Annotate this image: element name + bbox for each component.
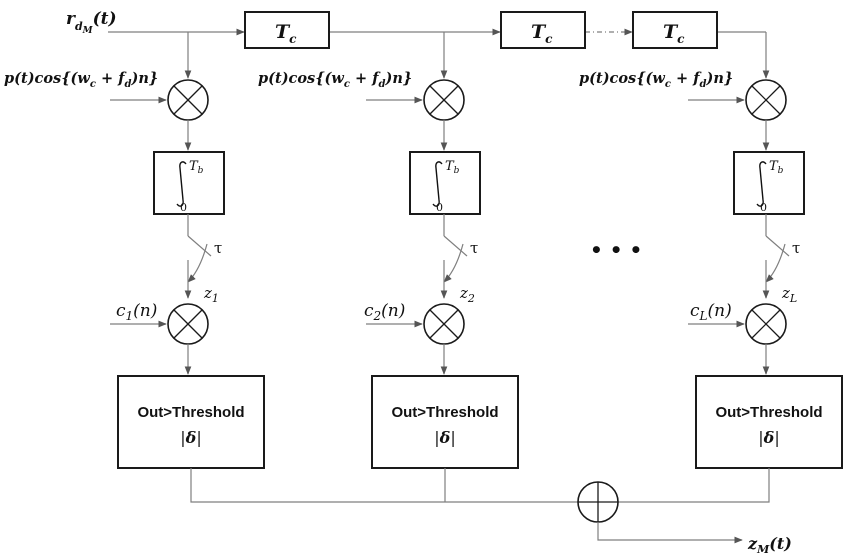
mixer-label-2: p(t)cos{(wc + fd)n} bbox=[258, 70, 412, 90]
mixer-1 bbox=[167, 79, 209, 121]
code-mixer-2 bbox=[423, 303, 465, 345]
code-mixer-3 bbox=[745, 303, 787, 345]
integrator-2: Tb 0 bbox=[409, 151, 481, 215]
delay-block-2: Tc bbox=[500, 11, 586, 49]
svg-text:z2: z2 bbox=[459, 284, 475, 305]
svg-text:zM(t): zM(t) bbox=[747, 534, 792, 556]
code-label-3: cL(n) bbox=[690, 301, 732, 323]
mixer-label-3: p(t)cos{(wc + fd)n} bbox=[579, 70, 733, 90]
svg-text:Tc: Tc bbox=[275, 21, 297, 46]
svg-text:p(t)cos{(wc + fd)n}: p(t)cos{(wc + fd)n} bbox=[579, 70, 733, 90]
code-label-2: c2(n) bbox=[364, 301, 405, 323]
output-line bbox=[597, 522, 743, 544]
svg-text:0: 0 bbox=[436, 201, 443, 214]
mixer-label-1: p(t)cos{(wc + fd)n} bbox=[4, 70, 158, 90]
svg-text:p(t)cos{(wc + fd)n}: p(t)cos{(wc + fd)n} bbox=[4, 70, 158, 90]
svg-text:Tc: Tc bbox=[531, 21, 553, 46]
ellipsis: • • • bbox=[590, 238, 642, 262]
integrator-3: Tb 0 bbox=[733, 151, 805, 215]
svg-text:z1: z1 bbox=[203, 284, 219, 305]
svg-text:Tc: Tc bbox=[663, 21, 685, 46]
integrator-1: Tb 0 bbox=[153, 151, 225, 215]
delay-block-1: Tc bbox=[244, 11, 330, 49]
code-label-1: c1(n) bbox=[116, 301, 157, 323]
threshold-block-2: Out>Threshold |δ| bbox=[371, 375, 519, 469]
svg-text:0: 0 bbox=[180, 201, 187, 214]
summer bbox=[577, 481, 619, 523]
sampler-1: τ z1 bbox=[184, 214, 222, 305]
input-signal-label: rdM(t) bbox=[66, 9, 117, 36]
output-signal-label: zM(t) bbox=[747, 534, 792, 556]
sampler-2: τ z2 bbox=[440, 214, 478, 305]
svg-text:τ: τ bbox=[792, 239, 800, 257]
threshold-block-3: Out>Threshold |δ| bbox=[695, 375, 843, 469]
threshold-block-1: Out>Threshold |δ| bbox=[117, 375, 265, 469]
sum-input-3 bbox=[609, 468, 770, 506]
svg-text:Tb: Tb bbox=[769, 159, 784, 176]
svg-text:τ: τ bbox=[214, 239, 222, 257]
svg-text:0: 0 bbox=[760, 201, 767, 214]
svg-text:c1(n): c1(n) bbox=[116, 301, 157, 323]
svg-text:Out>Threshold: Out>Threshold bbox=[391, 404, 498, 421]
svg-text:τ: τ bbox=[470, 239, 478, 257]
svg-text:rdM(t): rdM(t) bbox=[66, 9, 117, 36]
svg-text:Tb: Tb bbox=[189, 159, 204, 176]
svg-text:Out>Threshold: Out>Threshold bbox=[715, 404, 822, 421]
svg-text:Tb: Tb bbox=[445, 159, 460, 176]
mixer-3 bbox=[745, 79, 787, 121]
code-mixer-1 bbox=[167, 303, 209, 345]
svg-text:p(t)cos{(wc + fd)n}: p(t)cos{(wc + fd)n} bbox=[258, 70, 412, 90]
svg-text:|δ|: |δ| bbox=[180, 428, 201, 447]
svg-text:|δ|: |δ| bbox=[758, 428, 779, 447]
sum-input-1 bbox=[190, 468, 587, 506]
svg-text:c2(n): c2(n) bbox=[364, 301, 405, 323]
delay-block-3: Tc bbox=[632, 11, 718, 49]
svg-text:Out>Threshold: Out>Threshold bbox=[137, 404, 244, 421]
svg-text:zL: zL bbox=[781, 284, 797, 305]
svg-text:cL(n): cL(n) bbox=[690, 301, 732, 323]
svg-text:|δ|: |δ| bbox=[434, 428, 455, 447]
sampler-3: τ zL bbox=[762, 214, 800, 305]
mixer-2 bbox=[423, 79, 465, 121]
